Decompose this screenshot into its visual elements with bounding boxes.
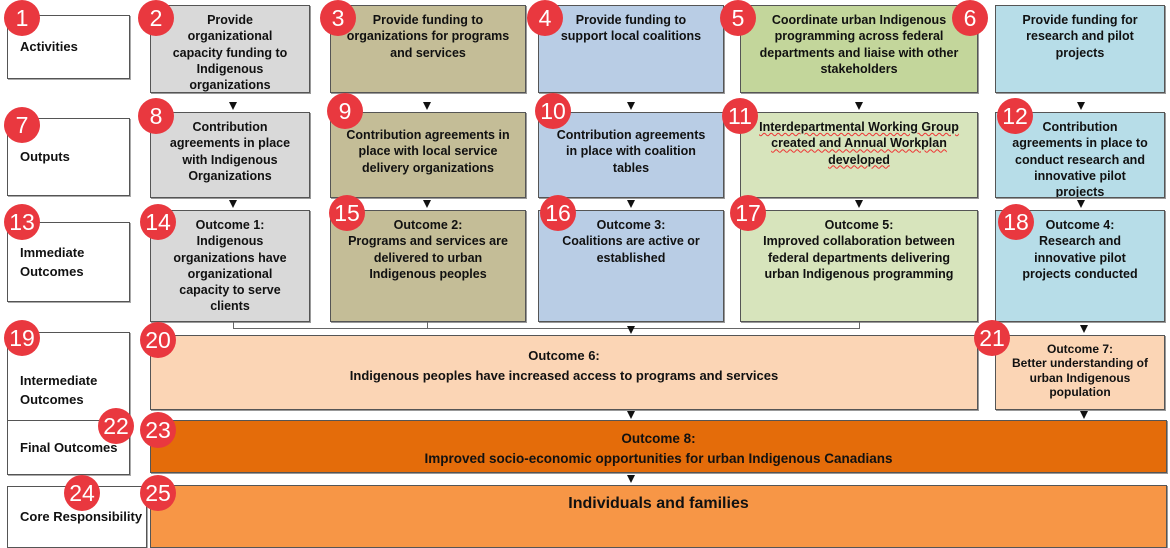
arrow-down-icon <box>1080 411 1088 419</box>
number-badge: 3 <box>320 0 356 36</box>
number-badge: 18 <box>998 204 1034 240</box>
outcome-text: Research and innovative pilot projects c… <box>1022 234 1138 281</box>
connector-line <box>233 322 234 329</box>
outcome-title: Outcome 1: <box>195 218 265 232</box>
outcome-text: Improved socio-economic opportunities fo… <box>424 451 893 467</box>
output-box-3: Contribution agreements in place with co… <box>538 112 724 198</box>
immediate-outcome-5: Outcome 5: Improved collaboration between… <box>740 210 978 322</box>
number-badge: 4 <box>527 0 563 36</box>
arrow-down-icon <box>1077 102 1085 110</box>
number-badge: 24 <box>64 475 100 511</box>
number-badge: 19 <box>4 320 40 356</box>
number-badge: 5 <box>720 0 756 36</box>
number-badge: 15 <box>329 195 365 231</box>
output-box-2: Contribution agreements in place with lo… <box>330 112 526 198</box>
row-label-activities: Activities <box>7 15 130 79</box>
arrow-down-icon <box>229 102 237 110</box>
outcome-title: Outcome 7: <box>1046 342 1113 356</box>
outcome-title: Outcome 3: <box>596 218 666 232</box>
activity-box-5: Provide funding for research and pilot p… <box>995 5 1165 93</box>
number-badge: 17 <box>730 195 766 231</box>
arrow-down-icon <box>1077 200 1085 208</box>
final-outcome-8: Outcome 8: Improved socio-economic opport… <box>150 420 1167 473</box>
number-badge: 14 <box>140 204 176 240</box>
activity-box-2: Provide funding to organizations for pro… <box>330 5 526 93</box>
arrow-down-icon <box>423 102 431 110</box>
outcome-title: Outcome 4: <box>1045 218 1115 232</box>
number-badge: 22 <box>98 408 134 444</box>
connector-line <box>233 328 860 329</box>
outcome-text: Indigenous organizations have organizati… <box>173 234 287 314</box>
number-badge: 1 <box>4 0 40 36</box>
arrow-down-icon <box>855 200 863 208</box>
connector-line <box>427 322 428 329</box>
number-badge: 25 <box>140 475 176 511</box>
number-badge: 13 <box>4 204 40 240</box>
outcome-title: Outcome 2: <box>393 218 463 232</box>
arrow-down-icon <box>423 200 431 208</box>
connector-line <box>859 322 860 329</box>
number-badge: 16 <box>540 195 576 231</box>
arrow-down-icon <box>855 102 863 110</box>
outcome-text: Coalitions are active or established <box>562 234 700 265</box>
output-box-4-text: Interdepartmental Working Group created … <box>759 120 959 167</box>
outcome-title: Outcome 6: <box>528 348 600 363</box>
activity-box-4: Coordinate urban Indigenous programming … <box>740 5 978 93</box>
arrow-down-icon <box>627 326 635 334</box>
outcome-text: Better understanding of urban Indigenous… <box>1011 356 1148 400</box>
arrow-down-icon <box>627 200 635 208</box>
number-badge: 8 <box>138 98 174 134</box>
number-badge: 11 <box>722 98 758 134</box>
core-responsibility-box: Individuals and families <box>150 485 1167 548</box>
number-badge: 6 <box>952 0 988 36</box>
number-badge: 2 <box>138 0 174 36</box>
intermediate-outcome-6: Outcome 6: Indigenous peoples have increa… <box>150 335 978 410</box>
immediate-outcome-2: Outcome 2: Programs and services are deli… <box>330 210 526 322</box>
number-badge: 9 <box>327 93 363 129</box>
activity-box-3: Provide funding to support local coaliti… <box>538 5 724 93</box>
number-badge: 12 <box>997 98 1033 134</box>
outcome-title: Outcome 5: <box>824 218 894 232</box>
output-box-1: Contribution agreements in place with In… <box>150 112 310 198</box>
number-badge: 10 <box>535 93 571 129</box>
arrow-down-icon <box>1080 325 1088 333</box>
number-badge: 21 <box>974 320 1010 356</box>
immediate-outcome-4: Outcome 4: Research and innovative pilot … <box>995 210 1165 322</box>
arrow-down-icon <box>627 475 635 483</box>
outcome-text: Improved collaboration between federal d… <box>763 234 955 281</box>
outcome-title: Outcome 8: <box>621 431 696 446</box>
arrow-down-icon <box>229 200 237 208</box>
immediate-outcome-3: Outcome 3: Coalitions are active or estab… <box>538 210 724 322</box>
intermediate-outcome-7: Outcome 7:Better understanding of urban … <box>995 335 1165 410</box>
number-badge: 23 <box>140 412 176 448</box>
activity-box-1: Provide organizational capacity funding … <box>150 5 310 93</box>
number-badge: 20 <box>140 322 176 358</box>
immediate-outcome-1: Outcome 1: Indigenous organizations have … <box>150 210 310 322</box>
outcome-text: Indigenous peoples have increased access… <box>349 367 779 383</box>
outcome-text: Programs and services are delivered to u… <box>348 234 508 281</box>
number-badge: 7 <box>4 107 40 143</box>
arrow-down-icon <box>627 102 635 110</box>
arrow-down-icon <box>627 411 635 419</box>
output-box-4: Interdepartmental Working Group created … <box>740 112 978 198</box>
